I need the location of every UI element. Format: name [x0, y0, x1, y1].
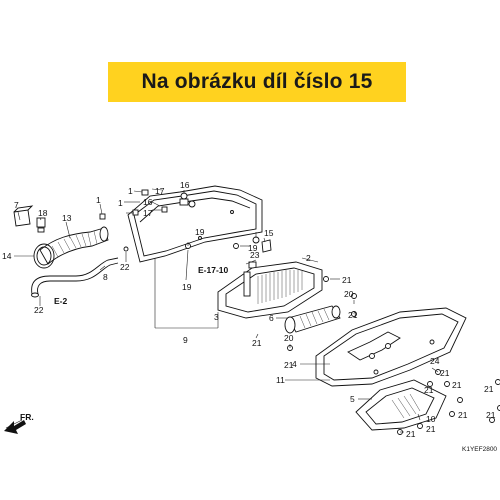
front-direction-arrow: FR. — [4, 412, 34, 434]
part-15-cap — [261, 239, 272, 253]
callout-6: 6 — [269, 313, 274, 323]
callout-10: 10 — [426, 414, 436, 424]
callout-21: 21 — [252, 338, 262, 348]
callout-4: 4 — [292, 359, 297, 369]
part-5-lower-duct — [355, 379, 447, 431]
callout-22: 22 — [120, 262, 130, 272]
callout-21: 21 — [484, 384, 494, 394]
part-4-lower-case — [315, 307, 467, 387]
callout-20: 20 — [344, 289, 354, 299]
callout-21: 21 — [440, 368, 450, 378]
callout-7: 7 — [14, 200, 19, 210]
callout-21: 21 — [342, 275, 352, 285]
callout-21: 21 — [426, 424, 436, 434]
callout-1: 1 — [96, 195, 101, 205]
callout-18: 18 — [38, 208, 48, 218]
callout-19: 19 — [182, 282, 192, 292]
callout-21: 21 — [458, 410, 468, 420]
callout-22: 22 — [34, 305, 44, 315]
part-2-air-filter-element — [217, 261, 329, 319]
part-1-upper-case — [127, 185, 263, 263]
callout-5: 5 — [350, 394, 355, 404]
callout-21: 21 — [406, 429, 416, 439]
callout-1: 1 — [118, 198, 123, 208]
callout-20: 20 — [284, 333, 294, 343]
part-18-clamp — [36, 217, 46, 233]
callout-3: 3 — [214, 312, 219, 322]
callout-19: 19 — [248, 243, 258, 253]
diagram-code: K1YEF2800 — [462, 446, 497, 453]
part-number-banner: Na obrázku díl číslo 15 — [108, 62, 406, 102]
callout-16: 16 — [143, 197, 153, 207]
callout-11: 11 — [276, 375, 285, 385]
callout-21: 21 — [452, 380, 462, 390]
callout-9: 9 — [183, 335, 188, 345]
callout-2: 2 — [306, 253, 311, 263]
leader-lines — [5, 188, 439, 433]
callout-13: 13 — [62, 213, 72, 223]
part-8-breather-tube — [31, 257, 119, 298]
part-13-intake-duct — [39, 226, 109, 265]
small-fasteners — [99, 189, 272, 269]
ref-code-e-2: E-2 — [54, 296, 68, 306]
callout-14: 14 — [2, 251, 12, 261]
callout-17: 17 — [155, 186, 165, 196]
part-6-funnel — [284, 305, 341, 334]
part-7-clip — [13, 205, 34, 227]
callout-21: 21 — [486, 410, 496, 420]
callout-17: 17 — [143, 208, 153, 218]
callout-8: 8 — [103, 272, 108, 282]
callout-labels: 1 1 1 2 3 4 5 6 7 8 9 10 11 13 14 15 16 … — [2, 180, 496, 439]
callout-21: 21 — [424, 385, 434, 395]
direction-label: FR. — [20, 412, 34, 422]
callout-16: 16 — [180, 180, 190, 190]
callout-1: 1 — [128, 186, 133, 196]
callout-24: 24 — [430, 356, 440, 366]
lower-fasteners — [369, 343, 500, 435]
callout-23: 23 — [250, 250, 260, 260]
ref-code-e-17-10: E-17-10 — [198, 265, 229, 275]
callout-21: 21 — [348, 310, 358, 320]
callout-15: 15 — [264, 228, 274, 238]
banner-text: Na obrázku díl číslo 15 — [141, 70, 373, 93]
callout-21: 21 — [284, 360, 294, 370]
callout-19: 19 — [195, 227, 205, 237]
